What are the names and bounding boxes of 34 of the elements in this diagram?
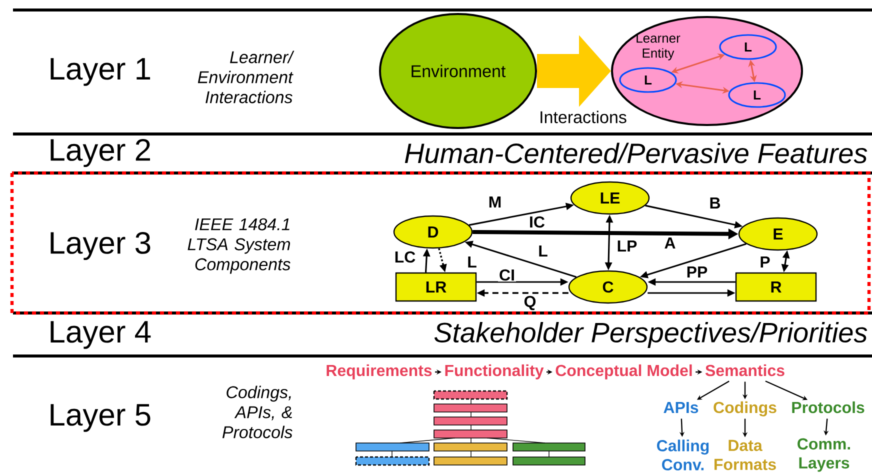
edge-label: Q — [522, 294, 538, 312]
layer-heading: Stakeholder Perspectives/Priorities — [434, 322, 868, 348]
edge-label: LP — [616, 240, 638, 252]
layer-label: Layer 5 — [50, 404, 150, 432]
edge-label: CI — [498, 268, 516, 282]
edge-label: B — [708, 196, 722, 210]
edge-label: L — [466, 256, 478, 268]
layer-label: Layer 4 — [50, 321, 151, 349]
layer-description: Learner/ Environment Interactions — [198, 50, 294, 104]
edge-label: IC — [528, 215, 546, 229]
edge-label: LC — [393, 250, 417, 264]
category-text: Calling Conv. — [657, 440, 709, 470]
category-text: APIs — [664, 402, 698, 414]
store-box: R — [735, 272, 817, 302]
store-box: LR — [395, 272, 477, 302]
edge-label: PP — [685, 266, 709, 278]
category-text: Codings — [714, 401, 776, 416]
category-text: Protocols — [792, 401, 864, 414]
layer-heading: Human-Centered/Pervasive Features — [404, 142, 868, 164]
layer-description: IEEE 1484.1 LTSA System Components — [188, 218, 290, 274]
category-text: Comm. Layers — [798, 438, 850, 472]
layer-label: Layer 1 — [50, 58, 150, 86]
edge-label: M — [487, 196, 503, 208]
chain-text: Semantics — [705, 364, 784, 376]
layer-label: Layer 3 — [50, 232, 150, 260]
edge-label: P — [758, 256, 772, 268]
edge-label: A — [663, 236, 677, 250]
chain-text: Requirements — [326, 364, 432, 380]
chain-text: Functionality — [445, 364, 544, 380]
chain-text: Conceptual Model — [556, 364, 692, 380]
layer-description: Codings, APIs, & Protocols — [222, 386, 292, 438]
category-text: Data Formats — [714, 440, 776, 470]
layer-label: Layer 2 — [50, 138, 150, 168]
edge-label: L — [537, 244, 549, 258]
